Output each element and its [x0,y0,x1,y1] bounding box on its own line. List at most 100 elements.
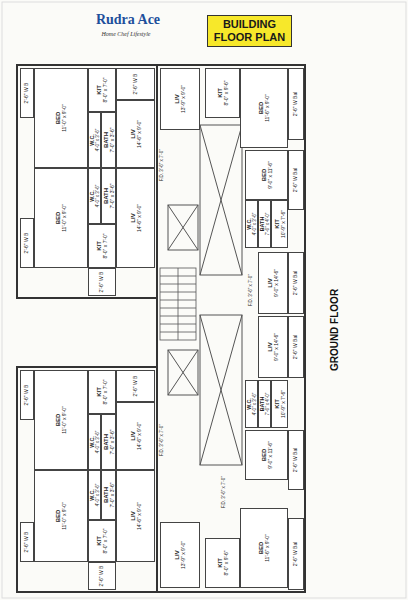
room-text: 2'-6" W Bal [293,271,299,296]
room-name: BED [55,104,62,132]
room-text: BATH7'-0" x 3'-6" [102,482,114,507]
room-box: BATH7'-6" x 4'-0" [258,200,271,248]
lift-shaft [168,125,242,465]
room-name: 2'-6" W B [24,83,30,104]
room-box: W.C.4'-0" x 3'-6" [88,470,101,520]
room-name: 2'-6" W Bal [293,448,299,473]
balcony-room: 2'-6" W Bal [288,68,304,140]
balcony-room: 2'-6" W B [20,370,34,420]
room-box: W.C.4'-0" x 3'-6" [88,414,101,470]
balcony-room: 2'-6" W Bal [288,252,304,314]
room-name: 2'-6" W Bal [293,168,299,193]
room-name: BUILDING FLOOR PLAN [214,18,286,43]
room-box: LIV14'-6" x 9'-0" [116,470,155,562]
room-name: W.C. [89,431,95,454]
room-name: 2'-6" W B [133,74,139,95]
room-text: BATH7'-0" x 3'-6" [102,127,114,152]
room-dimension: 13'-9" x 9'-0" [181,541,187,569]
room-name: BATH [102,127,109,152]
balcony-room: 2'-6" W B [88,562,116,590]
room-name: BED [55,204,62,232]
room-name: 2'-6" W B [24,385,30,406]
room-text: BED11'-6" x 9'-0" [258,94,270,122]
room-box: BED11'-0" x 9'-0" [34,370,88,470]
door-label: F.D. 3'-6" x 7'-0" [222,476,227,508]
room-text: 2'-6" W B [24,83,30,104]
room-dimension: 9'-0" x 14'-6" [274,333,280,361]
room-box: LIV9'-0" x 14'-6" [258,316,288,378]
room-name: 2'-6" W B [24,233,30,254]
room-box: KIT8'-0" x 9'-6" [205,68,240,118]
room-dimension: 7'-0" x 3'-6" [109,482,115,507]
room-dimension: 4'-0" x 3'-6" [252,393,257,416]
room-text: BED11'-0" x 9'-0" [55,104,67,132]
room-text: KIT8'-0" x 7'-0" [96,379,108,404]
room-text: W.C.4'-0" x 3'-6" [89,185,100,208]
room-text: KIT8'-0" x 9'-6" [216,80,228,105]
room-text: BATH7'-0" x 3'-6" [102,183,114,208]
room-name: 2'-6" W B [133,376,139,397]
room-dimension: 9'-0" x 11'-6" [267,441,273,469]
room-name: W.C. [89,185,95,208]
room-box: BED11'-0" x 9'-0" [34,168,88,268]
room-name: LIV [174,85,181,113]
room-text: 2'-6" W B [24,385,30,406]
room-box: W.C.4'-0" x 3'-6" [88,112,101,168]
room-text: BED11'-0" x 9'-0" [55,406,67,434]
room-name: BATH [102,183,109,208]
room-text: KIT8'-0" x 7'-0" [96,528,108,553]
room-name: BED [258,94,265,122]
room-box: BATH7'-0" x 3'-6" [101,168,116,224]
room-text: 2'-6" W Bal [293,335,299,360]
room-text: BUILDING FLOOR PLAN [210,18,290,43]
room-dimension: 4'-0" x 3'-6" [252,213,257,236]
room-box: W.C.4'-0" x 3'-6" [88,168,101,224]
room-name: KIT [216,80,223,105]
room-text: BATH7'-6" x 4'-0" [259,213,270,236]
room-text: W.C.4'-0" x 3'-6" [246,213,257,236]
room-name: W.C. [246,393,252,416]
room-name: BATH [259,213,265,236]
room-text: W.C.4'-0" x 3'-6" [246,393,257,416]
logo-text: Rudra Ace [96,12,160,27]
room-name: KIT [96,528,103,553]
balcony-room: 2'-6" W B [88,268,116,296]
room-dimension: 4'-0" x 3'-6" [95,484,100,507]
room-box: KIT10'-9" x 7'-6" [271,200,288,248]
room-box: KIT8'-0" x 9'-6" [205,538,240,588]
room-name: KIT [96,233,103,258]
room-dimension: 14'-6" x 9'-0" [136,502,142,530]
title-box: BUILDING FLOOR PLAN [207,15,292,47]
room-dimension: 4'-0" x 3'-6" [95,185,100,208]
room-text: 2'-6" W Bal [293,448,299,473]
room-name: KIT [216,550,223,575]
room-text: LIV14'-6" x 9'-0" [129,120,141,148]
room-box: LIV14'-6" x 9'-0" [116,100,155,168]
floor-name: GROUND FLOOR [329,289,340,371]
room-box: LIV13'-9" x 9'-0" [160,522,200,588]
room-dimension: 8'-0" x 9'-6" [223,80,229,105]
room-name: 2'-6" W Bal [293,271,299,296]
room-text: 2'-6" W B [99,272,105,293]
balcony-room: 2'-6" W Bal [288,316,304,378]
room-name: LIV [267,333,274,361]
room-text: 2'-6" W B [99,566,105,587]
room-text: BATH7'-6" x 4'-0" [259,393,270,416]
room-text: KIT8'-0" x 7'-0" [96,233,108,258]
room-dimension: 11'-0" x 9'-0" [62,406,68,434]
room-name: LIV [267,269,274,297]
room-box: BED11'-6" x 9'-0" [240,508,288,588]
room-box: W.C.4'-0" x 3'-6" [245,380,258,428]
balcony-room: 2'-6" W Bal [288,518,304,590]
room-dimension: 11'-6" x 9'-0" [265,534,271,562]
room-name: 2'-6" W B [99,272,105,293]
room-dimension: 8'-0" x 7'-0" [103,379,109,404]
room-box: BED11'-0" x 9'-0" [34,68,88,168]
room-dimension: 9'-0" x 14'-6" [274,269,280,297]
balcony-room: 2'-6" W Bal [288,430,304,490]
room-name: KIT [96,379,103,404]
room-text: 2'-6" W Bal [293,542,299,567]
room-box: BED11'-6" x 9'-0" [240,68,288,148]
room-box: KIT8'-0" x 7'-0" [88,68,116,112]
